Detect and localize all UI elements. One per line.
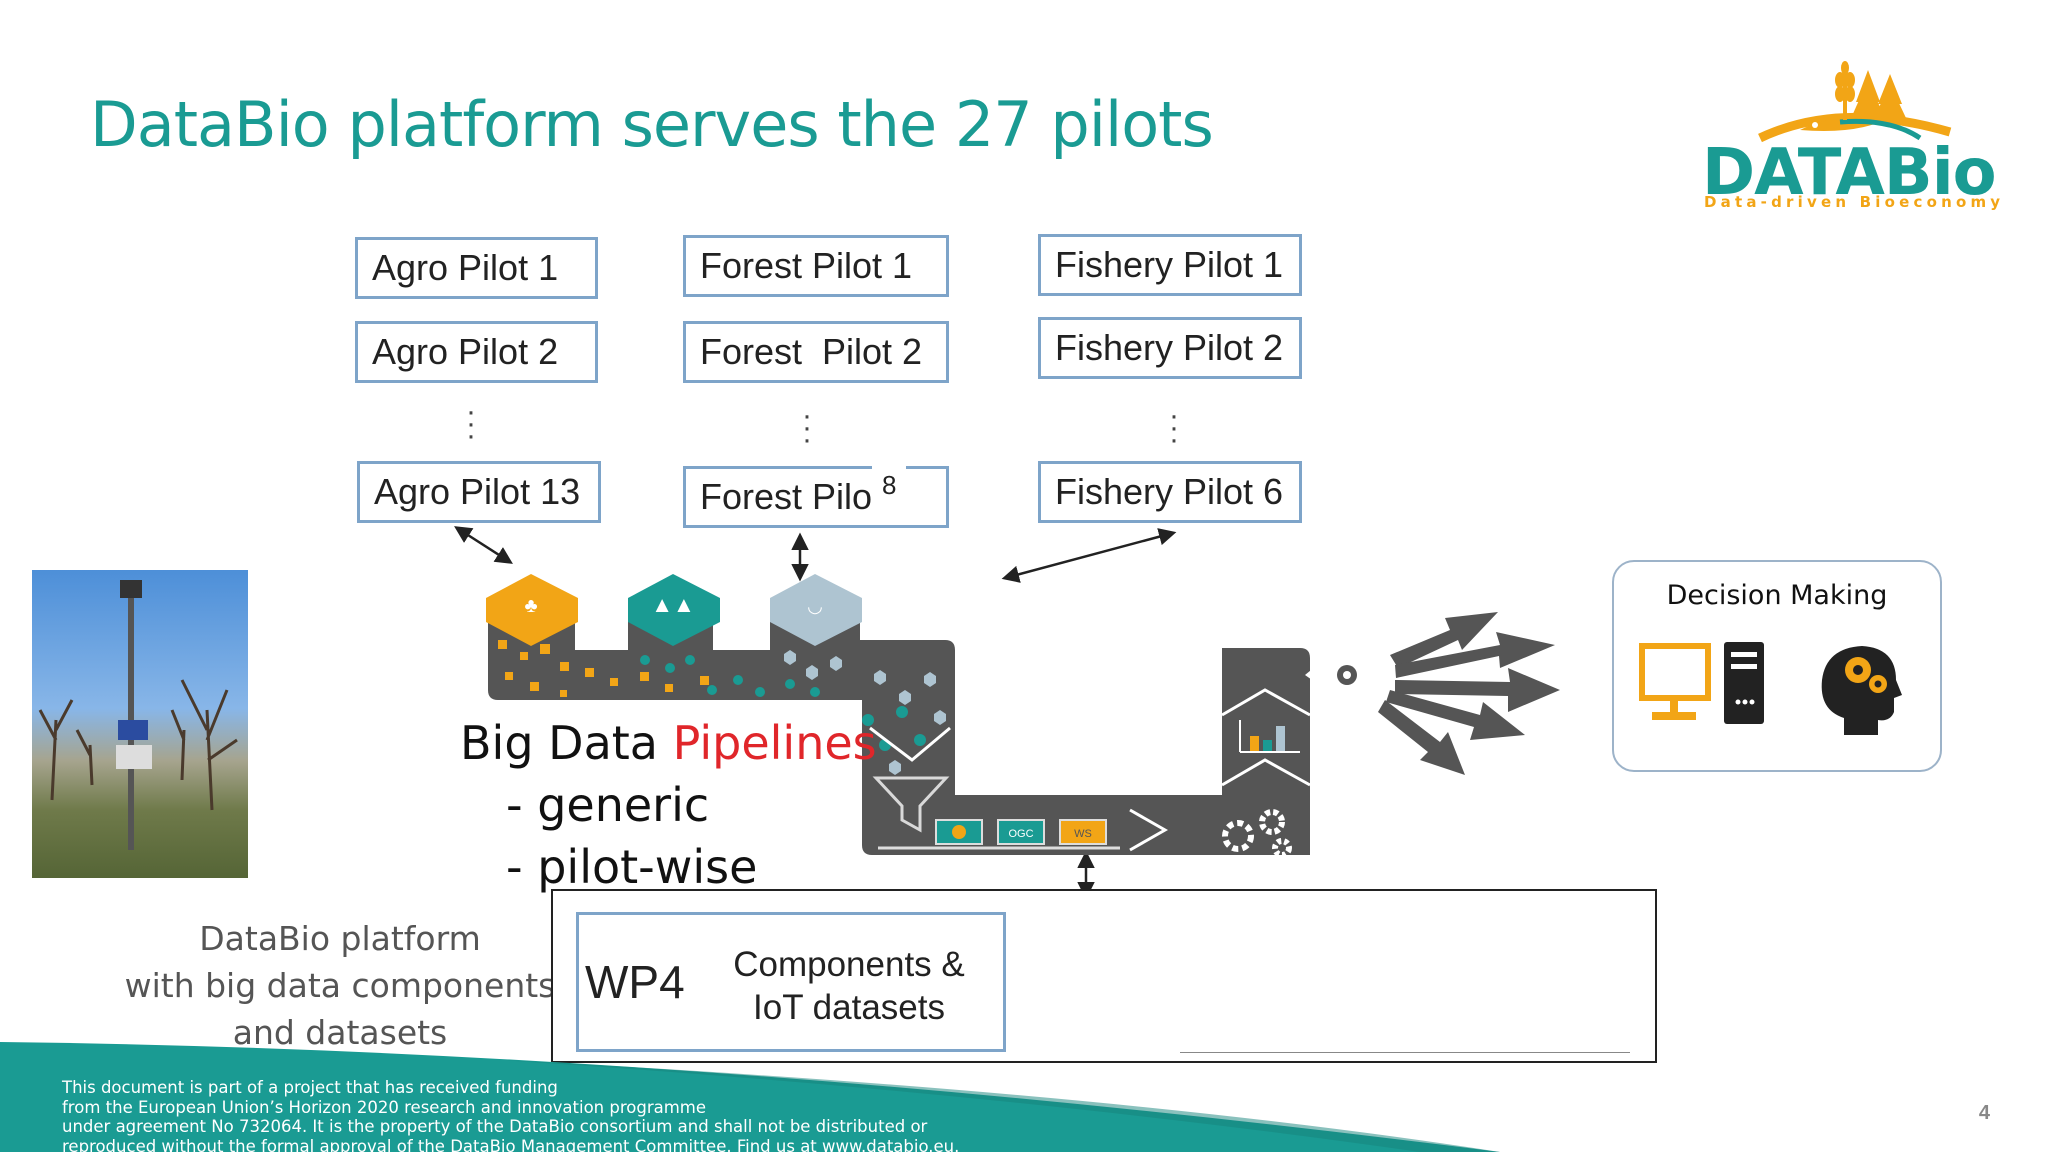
big-data-pipelines-label: Big Data Pipelines - generic - pilot-wis…	[460, 712, 877, 898]
bullet-generic: - generic	[460, 774, 877, 836]
computer-icon	[1642, 642, 1764, 724]
page-number: 4	[1979, 1102, 1990, 1125]
decision-making-panel: Decision Making	[1612, 560, 1942, 772]
pipelines-label: Pipelines	[673, 716, 877, 770]
wp4-id: WP4	[585, 955, 685, 1009]
decision-making-label: Decision Making	[1614, 580, 1940, 611]
eye-icon	[1305, 658, 1390, 691]
platform-caption-line-1: DataBio platform	[120, 915, 560, 962]
wp4-line-1: Components &	[719, 943, 979, 986]
footer-line-4: reproduced without the formal approval o…	[62, 1137, 959, 1156]
output-arrows-icon	[1378, 612, 1560, 775]
footer-line-1: This document is part of a project that …	[62, 1078, 959, 1098]
platform-caption-line-2: with big data components	[120, 962, 560, 1009]
module-ws-label: WS	[1074, 828, 1092, 840]
orchard-sensor-photo	[32, 570, 248, 878]
module-ogc-label: OGC	[1008, 828, 1033, 840]
footer-line-2: from the European Union’s Horizon 2020 r…	[62, 1098, 959, 1118]
footer-disclaimer: This document is part of a project that …	[62, 1078, 959, 1156]
wp4-line-2: IoT datasets	[719, 986, 979, 1029]
footer-line-3: under agreement No 732064. It is the pro…	[62, 1117, 959, 1137]
fishery-connector-arrow	[1005, 533, 1173, 578]
svg-text:♣: ♣	[524, 595, 537, 617]
svg-text:◡: ◡	[807, 596, 823, 616]
agro-connector-arrow	[457, 528, 510, 562]
head-gears-icon	[1822, 646, 1902, 735]
wp4-description: Components & IoT datasets	[719, 943, 979, 1029]
big-data-label: Big Data	[460, 716, 673, 770]
svg-text:▲▲: ▲▲	[651, 592, 695, 617]
decision-icons	[1634, 640, 1934, 750]
